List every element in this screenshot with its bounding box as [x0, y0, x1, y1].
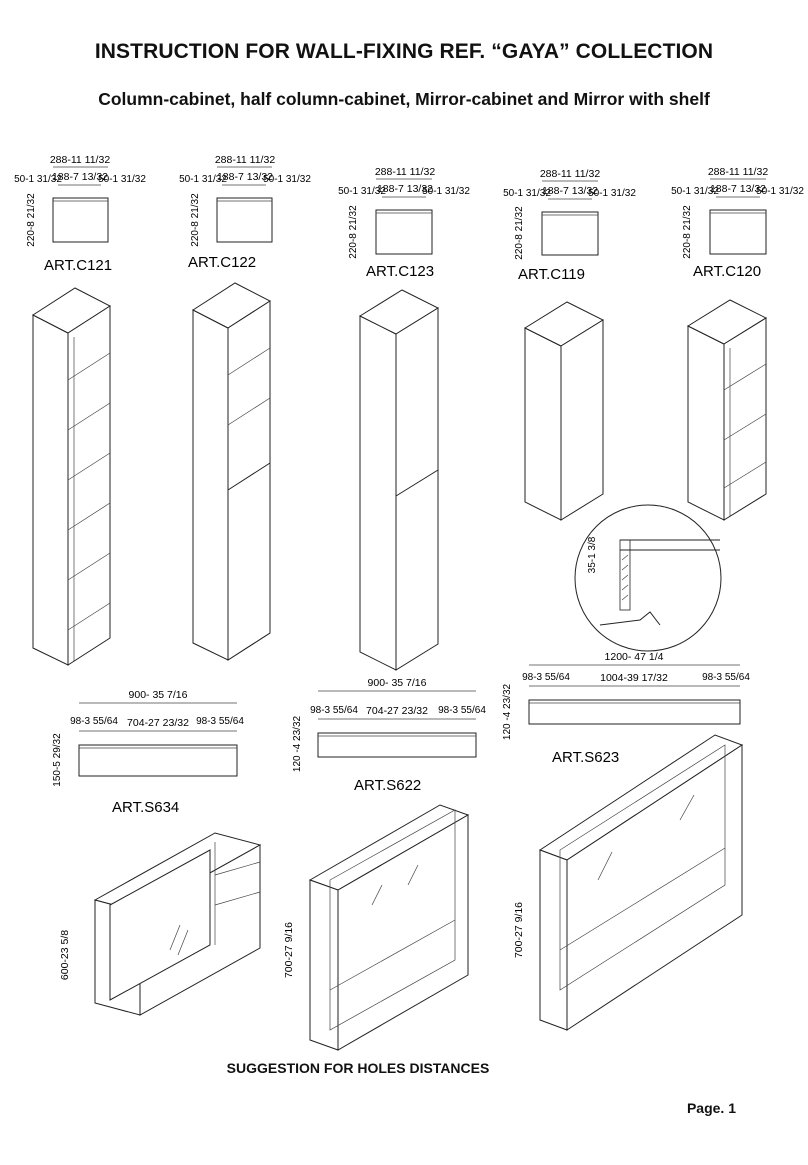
dim-side-left: 50-1 31/32 — [14, 174, 62, 185]
dim-height: 700-27 9/16 — [283, 922, 295, 978]
dim-overall: 288-11 11/32 — [50, 154, 110, 166]
dim-side-left: 50-1 31/32 — [179, 174, 227, 185]
cabinet-c120 — [686, 299, 768, 521]
dim-center: 704-27 23/32 — [127, 717, 189, 729]
dim-side-right: 50-1 31/32 — [756, 186, 804, 197]
plan-s634: 900- 35 7/16 98-3 55/64 704-27 23/32 98-… — [52, 689, 244, 787]
label-c120: ART.C120 — [693, 263, 761, 280]
dim-depth: 120 -4 23/32 — [292, 715, 303, 772]
detail-dimension: 35-1 3/8 — [587, 536, 598, 573]
label-s634: ART.S634 — [112, 799, 179, 816]
dim-depth: 150-5 29/32 — [52, 733, 63, 787]
label-c119: ART.C119 — [518, 266, 585, 283]
label-s623: ART.S623 — [552, 749, 619, 766]
page-subtitle: Column-cabinet, half column-cabinet, Mir… — [98, 89, 710, 109]
dim-side-left: 98-3 55/64 — [310, 705, 358, 716]
dim-depth: 220-8 21/32 — [682, 205, 693, 259]
dim-side-right: 50-1 31/32 — [98, 174, 146, 185]
dim-side-left: 98-3 55/64 — [522, 672, 570, 683]
dim-height: 600-23 5/8 — [59, 930, 71, 980]
dim-center: 188-7 13/32 — [52, 171, 108, 183]
dim-side-left: 50-1 31/32 — [338, 186, 386, 197]
dim-side-left: 50-1 31/32 — [503, 188, 551, 199]
dim-overall: 900- 35 7/16 — [368, 677, 427, 689]
dim-overall: 1200- 47 1/4 — [605, 651, 664, 663]
cabinet-c122 — [192, 282, 271, 661]
dim-side-right: 98-3 55/64 — [702, 672, 750, 683]
dim-overall: 288-11 11/32 — [375, 166, 435, 178]
dim-center: 704-27 23/32 — [366, 705, 428, 717]
cabinet-c123 — [358, 289, 440, 671]
mirror-s623: 700-27 9/16 — [513, 734, 744, 1031]
cabinet-c119 — [523, 301, 605, 521]
dim-side-left: 98-3 55/64 — [70, 716, 118, 727]
dim-height: 700-27 9/16 — [513, 902, 525, 958]
plan-c121: 288-11 11/32 188-7 13/32 50-1 31/32 50-1… — [14, 154, 146, 247]
dim-depth: 120 -4 23/32 — [502, 683, 513, 740]
plan-c120: 288-11 11/32 188-7 13/32 50-1 31/32 50-1… — [671, 166, 804, 259]
dim-center: 188-7 13/32 — [710, 183, 766, 195]
dim-side-right: 98-3 55/64 — [438, 705, 486, 716]
dim-overall: 900- 35 7/16 — [129, 689, 188, 701]
holes-suggestion-note: SUGGESTION FOR HOLES DISTANCES — [226, 1060, 490, 1076]
page-number: Page. 1 — [686, 1100, 736, 1116]
mirror-cabinet-s634: 600-23 5/8 — [59, 832, 262, 1016]
label-c122: ART.C122 — [188, 254, 256, 271]
detail-circle: 35-1 3/8 — [574, 504, 722, 652]
label-s622: ART.S622 — [354, 777, 421, 794]
dim-side-right: 50-1 31/32 — [588, 188, 636, 199]
dim-depth: 220-8 21/32 — [190, 193, 201, 247]
dim-center: 188-7 13/32 — [542, 185, 598, 197]
label-c121: ART.C121 — [44, 257, 112, 274]
plan-s623: 1200- 47 1/4 98-3 55/64 1004-39 17/32 98… — [502, 651, 750, 740]
plan-c122: 288-11 11/32 188-7 13/32 50-1 31/32 50-1… — [179, 154, 311, 247]
dim-overall: 288-11 11/32 — [708, 166, 768, 178]
dim-side-right: 50-1 31/32 — [263, 174, 311, 185]
dim-depth: 220-8 21/32 — [26, 193, 37, 247]
label-c123: ART.C123 — [366, 263, 434, 280]
cabinet-c121 — [32, 287, 111, 666]
mirror-s622: 700-27 9/16 — [283, 804, 470, 1051]
dim-depth: 220-8 21/32 — [514, 206, 525, 260]
plan-s622: 900- 35 7/16 98-3 55/64 704-27 23/32 98-… — [292, 677, 486, 772]
plan-c119: 288-11 11/32 188-7 13/32 50-1 31/32 50-1… — [503, 168, 636, 260]
dim-side-right: 50-1 31/32 — [422, 186, 470, 197]
dim-overall: 288-11 11/32 — [215, 154, 275, 166]
dim-center: 188-7 13/32 — [377, 183, 433, 195]
dim-center: 1004-39 17/32 — [600, 672, 668, 684]
dim-center: 188-7 13/32 — [217, 171, 273, 183]
dim-overall: 288-11 11/32 — [540, 168, 600, 180]
plan-c123: 288-11 11/32 188-7 13/32 50-1 31/32 50-1… — [338, 166, 470, 259]
dim-side-right: 98-3 55/64 — [196, 716, 244, 727]
page-title: INSTRUCTION FOR WALL-FIXING REF. “GAYA” … — [94, 40, 714, 63]
dim-depth: 220-8 21/32 — [348, 205, 359, 259]
dim-side-left: 50-1 31/32 — [671, 186, 719, 197]
